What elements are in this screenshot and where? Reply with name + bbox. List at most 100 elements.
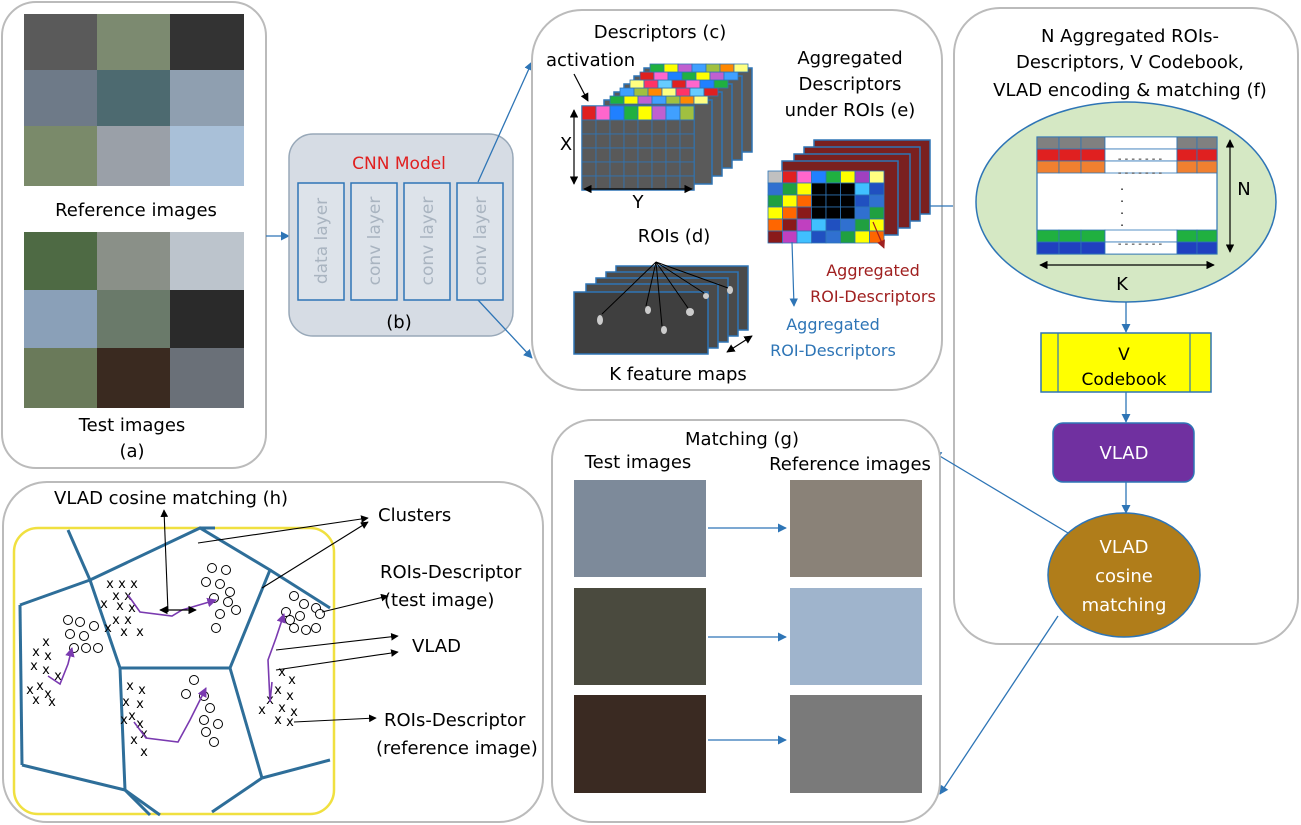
reference-image-3 xyxy=(790,695,922,793)
x-label: X xyxy=(560,134,572,155)
arrow-cosine-to-matching-top xyxy=(932,451,1069,534)
codebook-box: V Codebook xyxy=(1040,332,1212,393)
svg-text:.: . xyxy=(1120,191,1124,205)
panel-cde: Descriptors (c) activation X Y ROIs (d) xyxy=(531,9,943,391)
svg-text:.: . xyxy=(1120,215,1124,229)
svg-text:x: x xyxy=(126,679,134,694)
cosine-line-3: matching xyxy=(1082,595,1167,616)
svg-text:x: x xyxy=(30,659,38,674)
rois-test-line1: ROIs-Descriptor xyxy=(380,562,522,583)
svg-text:x: x xyxy=(32,693,40,708)
svg-text:- - - - - - -: - - - - - - - xyxy=(1118,239,1163,250)
svg-text:x: x xyxy=(124,613,132,628)
aggregated-title-1: Aggregated xyxy=(797,48,902,69)
cnn-model-title: CNN Model xyxy=(352,154,446,174)
rois-title: ROIs (d) xyxy=(638,226,711,247)
match-row-2 xyxy=(574,588,922,685)
test-image-3 xyxy=(574,695,706,793)
svg-text:x: x xyxy=(54,669,62,684)
svg-text:- - - - - - -: - - - - - - - xyxy=(1118,168,1163,179)
svg-text:x: x xyxy=(48,695,56,710)
rois-test-line2: (test image) xyxy=(384,590,494,611)
match-row-3 xyxy=(574,695,922,793)
svg-text:x: x xyxy=(290,705,298,720)
reference-images-label: Reference images xyxy=(55,200,217,221)
panel-b-id: (b) xyxy=(386,312,411,333)
svg-text:x: x xyxy=(278,665,286,680)
svg-text:x: x xyxy=(120,625,128,640)
vlad-box: VLAD xyxy=(1052,422,1195,483)
svg-text:x: x xyxy=(136,717,144,732)
vlad-label: VLAD xyxy=(1100,443,1149,464)
svg-text:x: x xyxy=(42,663,50,678)
feature-map-stack xyxy=(573,261,749,355)
test-image-2 xyxy=(574,588,706,685)
cluster-frame xyxy=(12,526,336,816)
svg-text:x: x xyxy=(138,683,146,698)
svg-text:x: x xyxy=(136,697,144,712)
cnn-layer-4: conv layer xyxy=(456,182,504,301)
cnn-layer-4-label: conv layer xyxy=(471,197,491,286)
y-label: Y xyxy=(632,192,645,213)
cnn-layer-3-label: conv layer xyxy=(418,197,438,286)
test-images-grid xyxy=(24,232,244,408)
svg-text:x: x xyxy=(288,673,296,688)
test-image-1 xyxy=(574,480,706,577)
svg-text:x: x xyxy=(258,703,266,718)
panel-f-title-2: Descriptors, V Codebook, xyxy=(1016,52,1244,73)
activation-pointer xyxy=(573,73,589,102)
svg-text:x: x xyxy=(36,679,44,694)
svg-text:x: x xyxy=(274,713,282,728)
agg-roi-blue-line2: ROI-Descriptors xyxy=(770,341,896,360)
agg-roi-blue-line1: Aggregated xyxy=(786,315,880,334)
descriptors-title: Descriptors (c) xyxy=(594,22,727,43)
arrow-b-to-feature-maps xyxy=(477,299,533,359)
codebook-v: V xyxy=(1118,345,1130,365)
match-row-1 xyxy=(574,480,922,577)
svg-text:x: x xyxy=(128,601,136,616)
panel-g: Matching (g) Test images Reference image… xyxy=(551,419,941,823)
test-images-label: Test images xyxy=(78,415,186,436)
panel-b: CNN Model data layer conv layer conv lay… xyxy=(288,133,514,337)
svg-text:x: x xyxy=(106,577,114,592)
reference-image-2 xyxy=(790,588,922,685)
k-label: K xyxy=(1116,274,1129,295)
svg-text:x: x xyxy=(286,689,294,704)
test-images-header: Test images xyxy=(584,452,692,473)
svg-text:x: x xyxy=(44,687,52,702)
cnn-layer-2-label: conv layer xyxy=(365,197,385,286)
svg-text:x: x xyxy=(130,577,138,592)
reference-images-grid xyxy=(24,14,244,186)
svg-text:.: . xyxy=(1120,179,1124,193)
svg-text:x: x xyxy=(128,709,136,724)
vlad-label-h: VLAD xyxy=(412,636,461,657)
svg-text:x: x xyxy=(100,597,108,612)
codebook-label: Codebook xyxy=(1082,370,1167,390)
matching-title: Matching (g) xyxy=(685,429,799,450)
aggregated-descriptor-stack xyxy=(767,139,931,244)
vlad-cosine-title: VLAD cosine matching (h) xyxy=(54,488,288,509)
svg-text:x: x xyxy=(42,635,50,650)
svg-text:x: x xyxy=(44,649,52,664)
svg-text:x: x xyxy=(104,621,112,636)
agg-roi-red-line2: ROI-Descriptors xyxy=(810,287,936,306)
svg-text:x: x xyxy=(32,645,40,660)
svg-text:- - - - - - -: - - - - - - - xyxy=(1118,154,1163,165)
cosine-line-1: VLAD xyxy=(1100,537,1149,558)
svg-text:x: x xyxy=(118,577,126,592)
svg-text:x: x xyxy=(136,625,144,640)
cnn-layer-2: conv layer xyxy=(350,182,398,301)
svg-text:x: x xyxy=(116,599,124,614)
panel-a: Reference images Test images (a) xyxy=(1,1,267,469)
panel-f: N Aggregated ROIs- Descriptors, V Codebo… xyxy=(953,7,1299,645)
n-label: N xyxy=(1237,179,1250,200)
agg-red-arrow xyxy=(872,221,885,249)
activation-label: activation xyxy=(546,50,635,71)
k-feature-maps-label: K feature maps xyxy=(609,364,747,385)
reference-images-header: Reference images xyxy=(769,454,931,475)
arrow-cosine-to-matching-bottom xyxy=(939,615,1059,795)
svg-text:x: x xyxy=(140,745,148,760)
svg-text:x: x xyxy=(26,683,34,698)
